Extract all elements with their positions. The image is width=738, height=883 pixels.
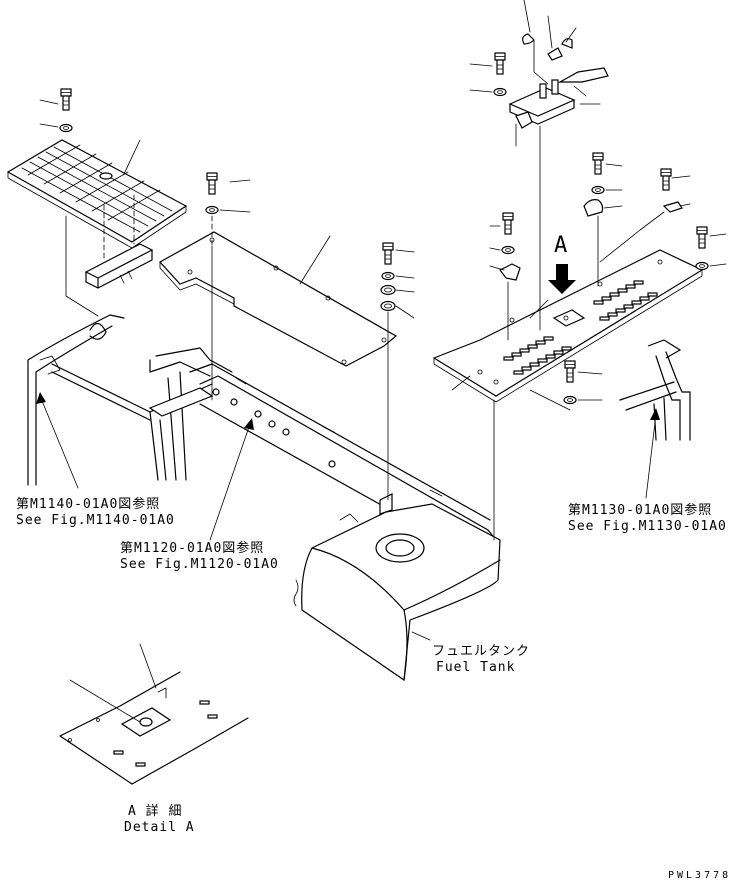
ref-m1130-label-jp: 第M1130-01A0図参照 bbox=[568, 503, 713, 518]
left-frame bbox=[27, 314, 167, 486]
ref-m1140-label-jp: 第M1140-01A0図参照 bbox=[16, 497, 161, 512]
fuel-tank-label-en: Fuel Tank bbox=[436, 660, 516, 675]
leaders bbox=[36, 392, 660, 541]
right-frame bbox=[619, 339, 691, 441]
step-plate-left bbox=[6, 88, 188, 317]
ref-m1140-label-en: See Fig.M1140-01A0 bbox=[16, 513, 175, 528]
ref-m1120-label-jp: 第M1120-01A0図参照 bbox=[120, 541, 265, 556]
center-cover-plate bbox=[159, 172, 415, 501]
drawing-number: PWL3778 bbox=[668, 870, 732, 881]
fuel-tank bbox=[293, 503, 501, 682]
view-a-label: A bbox=[554, 233, 569, 258]
ref-m1120-label-en: See Fig.M1120-01A0 bbox=[120, 557, 279, 572]
fuel-tank-label-jp: フュエルタンク bbox=[432, 644, 531, 659]
right-cover-plate bbox=[432, 152, 727, 541]
detail-a-label-en: Detail A bbox=[124, 820, 195, 835]
detail-a-view bbox=[59, 643, 249, 785]
ref-m1130-label-en: See Fig.M1130-01A0 bbox=[568, 519, 727, 534]
top-bracket-assembly bbox=[469, 0, 609, 331]
detail-a-label-jp: A 詳 細 bbox=[128, 804, 183, 819]
